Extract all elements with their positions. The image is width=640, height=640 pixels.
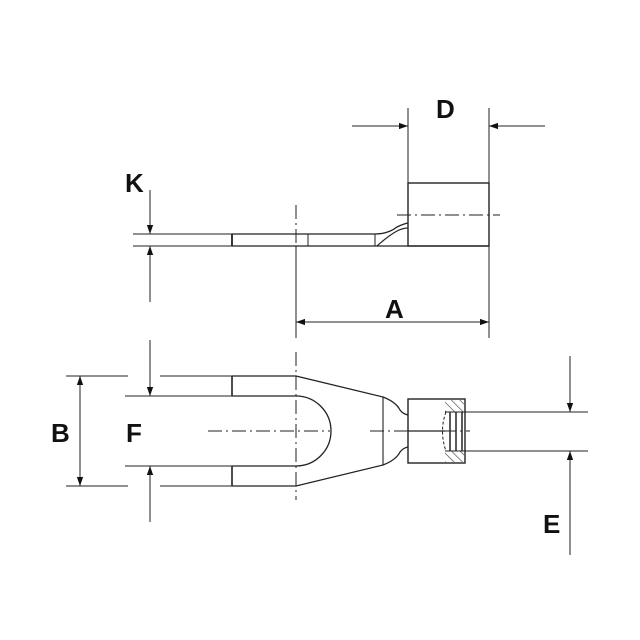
dimension-d	[352, 108, 545, 183]
dimension-f	[125, 340, 232, 522]
dimension-k	[133, 190, 232, 302]
dimension-e	[465, 356, 588, 555]
fork-outer-top	[232, 375, 409, 416]
side-view	[231, 182, 500, 260]
label-f: F	[126, 418, 142, 448]
fork-outer-bottom	[232, 446, 409, 487]
label-b: B	[51, 418, 70, 448]
tongue-top-edge	[232, 222, 409, 235]
dimension-a	[295, 246, 490, 338]
label-k: K	[125, 168, 144, 198]
top-view	[208, 352, 470, 500]
dimension-b	[66, 375, 128, 487]
label-a: A	[385, 294, 404, 324]
label-e: E	[543, 509, 561, 539]
label-d: D	[436, 94, 455, 124]
fork-slot	[232, 395, 332, 467]
